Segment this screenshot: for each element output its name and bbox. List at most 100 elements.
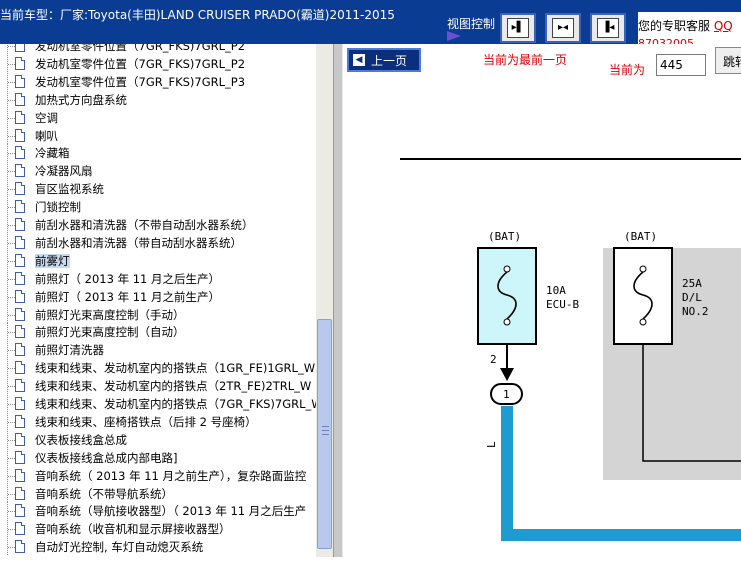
tree-item[interactable]: 前照灯（ 2013 年 11 月之前生产） [0,287,316,306]
tree-connector-line [7,198,8,217]
tree-connector-line [8,332,15,334]
document-icon [15,235,25,249]
tree-item-label: 音响系统（ 2013 年 11 月之前生产），复杂路面监控 [35,468,307,483]
tree-connector-line [7,44,8,55]
tree-connector-line [8,439,15,441]
tree-item[interactable]: 线束和线束、发动机室内的搭铁点（7GR_FKS)7GRL_W [0,395,316,413]
tree-item[interactable]: 线束和线束、座椅搭铁点（后排 2 号座椅） [0,412,316,431]
tree-item-label: 线束和线束、座椅搭铁点（后排 2 号座椅） [35,414,257,429]
wire-l [501,406,741,541]
tree-connector-line [7,448,8,467]
document-icon [15,218,25,231]
tree-item[interactable]: 前雾灯 [0,251,316,270]
wiring-diagram: (BAT) 10A ECU-B 2 1 L (BAT) 25A D/L NO.2 [343,80,741,557]
scrollbar-thumb[interactable] [317,319,332,549]
view-right-panel-button[interactable]: ▐◂ [590,13,626,43]
tree-connector-line [7,108,8,127]
tree-item[interactable]: 自动灯光控制, 车灯自动熄灭系统 [0,538,316,557]
tree-connector-line [7,412,8,431]
tree-connector-line [7,180,8,199]
tree-connector-line [7,377,8,396]
tree-connector-line [7,305,8,324]
tree-item[interactable]: 发动机室零件位置（7GR_FKS)7GRL_P3 [0,72,316,91]
tree-connector-line [7,233,8,252]
service-number: 87032005 [638,37,694,44]
tree-connector-line [7,144,8,163]
tree-connector-line [8,63,15,65]
tree-item[interactable]: 前刮水器和清洗器（带自动刮水器系统） [0,233,316,252]
tree-connector-line [8,117,15,119]
tree-item-label: 前照灯（ 2013 年 11 月之前生产） [35,289,221,304]
tree-item[interactable]: 音响系统（收音机和显示屏接收器型） [0,520,316,539]
document-icon [15,522,25,536]
document-icon [15,200,25,214]
document-icon [15,307,25,321]
tree-item[interactable]: 盲区监视系统 [0,180,316,199]
view-split-button[interactable]: ▸◂ [545,13,581,43]
tree-item-label: 前照灯（ 2013 年 11 月之后生产） [35,271,221,286]
document-icon [15,414,25,428]
tree-item[interactable]: 线束和线束、发动机室内的搭铁点（2TR_FE)2TRL_W [0,377,316,396]
tree-item-label: 发动机室零件位置（7GR_FKS)7GRL_P3 [35,74,246,89]
tree-connector-line [7,90,8,109]
tree-item[interactable]: 喇叭 [0,126,316,145]
qq-link[interactable]: QQ [713,19,733,33]
tree-item[interactable]: 仪表板接线盒总成 [0,430,316,449]
vehicle-title: 当前车型：厂家:Toyota(丰田)LAND CRUISER PRADO(霸道)… [0,8,395,22]
service-label: 您的专职客服 [638,19,711,33]
tree-item-label: 线束和线束、发动机室内的搭铁点（1GR_FE)1GRL_W [35,361,316,376]
tree-item[interactable]: 门锁控制 [0,198,316,217]
fuse2-rating: 25A [682,277,702,290]
tree-item-label: 自动灯光控制, 车灯自动熄灭系统 [35,540,204,555]
fuse1-pin: 2 [490,353,497,366]
jump-button[interactable]: 跳转 [715,47,741,74]
tree-item[interactable]: 冷凝器风扇 [0,162,316,181]
tree-item[interactable]: 音响系统（ 2013 年 11 月之前生产），复杂路面监控 [0,466,316,485]
tree-connector-line [8,153,15,155]
tree-connector-line [8,135,15,137]
tree-item-label: 空调 [35,110,58,125]
tree-item[interactable]: 仪表板接线盒总成内部电路] [0,448,316,467]
view-left-panel-button[interactable]: ▸▌ [500,13,536,43]
document-icon [15,379,25,393]
prev-page-button[interactable]: ◀ 上一页 [347,48,421,72]
tree-item[interactable]: 线束和线束、发动机室内的搭铁点（1GR_FE)1GRL_W [0,359,316,378]
connector-1-label: 1 [503,388,510,401]
pane-splitter[interactable] [333,44,343,557]
document-icon [15,361,25,375]
tree-item[interactable]: 音响系统（不带导航系统） [0,484,316,503]
tree-item[interactable]: 空调 [0,108,316,127]
tree-connector-line [7,538,8,557]
tree-item[interactable]: 冷藏箱 [0,144,316,163]
tree-connector-line [8,99,15,101]
fuse2-wire [642,344,741,462]
tree-connector-line [8,404,15,405]
tree-item-label: 前刮水器和清洗器（不带自动刮水器系统） [35,218,254,232]
tree-item[interactable]: 前照灯光束高度控制（自动） [0,323,316,342]
tree-item-label: 发动机室零件位置（7GR_FKS)7GRL_P2 [35,56,246,71]
document-icon [15,92,25,106]
document-icon [15,397,25,410]
tree-item-label: 线束和线束、发动机室内的搭铁点（2TR_FE)2TRL_W [35,379,312,394]
tree-connector-line [8,314,15,316]
tree-connector-line [8,457,15,459]
tree-item[interactable]: 前照灯光束高度控制（手动） [0,305,316,324]
tree-item[interactable]: 加热式方向盘系统 [0,90,316,109]
tree-item-label: 前照灯光束高度控制（手动） [35,307,185,322]
tree-item[interactable]: 发动机室零件位置（7GR_FKS)7GRL_P2 [0,54,316,73]
tree-item[interactable]: 音响系统（导航接收器型）（ 2013 年 11 月之后生产 [0,502,316,521]
document-icon [15,44,25,52]
document-icon [15,164,25,178]
tree-connector-line [7,430,8,449]
tree-item[interactable]: 前照灯清洗器 [0,341,316,360]
tree-item[interactable]: 前照灯（ 2013 年 11 月之后生产） [0,269,316,288]
tree-item[interactable]: 前刮水器和清洗器（不带自动刮水器系统） [0,216,316,234]
tree-connector-line [8,260,15,262]
tree-item[interactable]: 发动机室零件位置（7GR_FKS)7GRL_P2 [0,44,316,55]
tree-connector-line [8,278,15,280]
tree-connector-line [7,162,8,181]
tree-item-label: 门锁控制 [35,200,81,215]
page-number-input[interactable] [656,54,706,76]
tree-scrollbar[interactable] [316,44,333,557]
